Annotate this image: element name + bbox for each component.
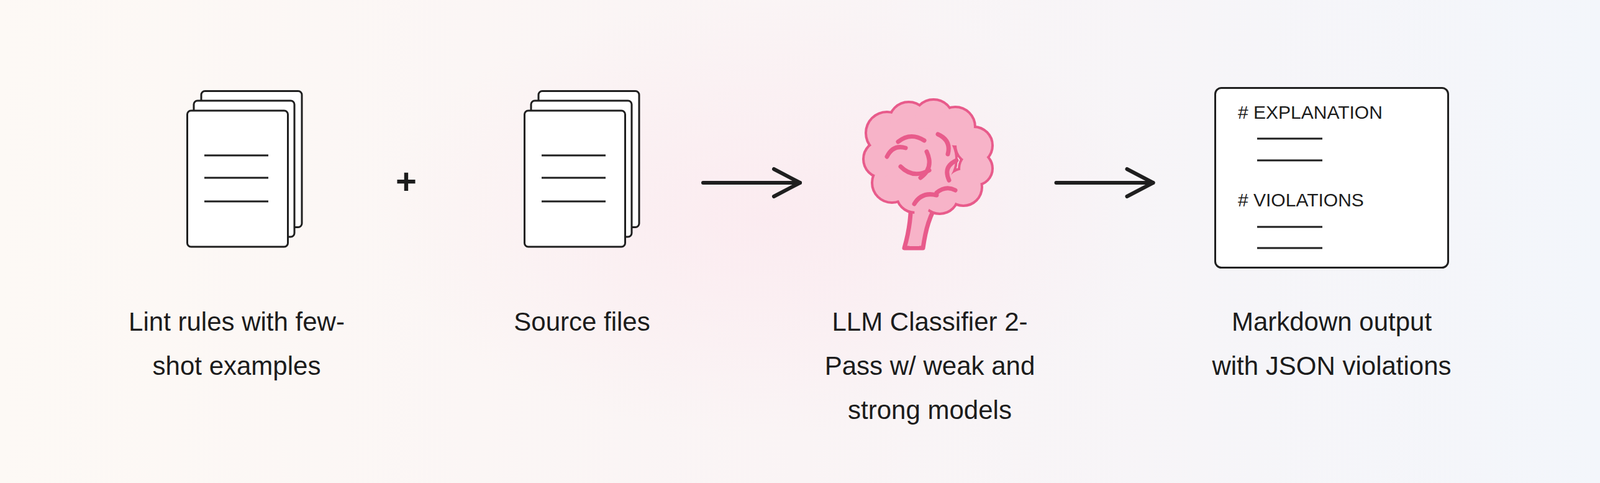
- brain-graphic: [862, 96, 996, 248]
- connector-group: [1056, 168, 1154, 197]
- text-line: [1257, 226, 1323, 228]
- text-line: [541, 177, 606, 179]
- text-line: [204, 200, 269, 203]
- node-caption: LLM Classifier 2-Pass w/ weak and strong…: [818, 299, 1042, 432]
- text-line: [204, 177, 269, 179]
- icon-node: Source files: [523, 90, 641, 248]
- section-heading: # VIOLATIONS: [1237, 188, 1364, 212]
- flow-arrow: [703, 180, 800, 185]
- markdown-panel: [1215, 88, 1449, 268]
- node-caption: Lint rules with few-shot examples: [114, 299, 360, 388]
- section-heading: # EXPLANATION: [1237, 101, 1383, 124]
- icon-node: LLM Classifier 2-Pass w/ weak and strong…: [862, 96, 996, 248]
- document-sheet: [187, 110, 289, 247]
- text-line: [204, 154, 269, 157]
- document-sheet: [524, 110, 626, 247]
- text-line: [541, 154, 606, 157]
- icon-node: Lint rules with few-shot examples: [186, 90, 304, 248]
- node-caption: Source files: [459, 299, 705, 344]
- connector-group: [703, 168, 800, 197]
- node-caption: Markdown output with JSON violations: [1209, 299, 1455, 388]
- docs-graphic: [523, 90, 641, 248]
- text-line: [1257, 247, 1323, 250]
- arrow-head: [773, 168, 800, 197]
- arrow-head: [1127, 168, 1154, 197]
- text-line: [541, 200, 606, 203]
- text-line: [1257, 159, 1323, 162]
- output-box: # EXPLANATION# VIOLATIONSMarkdown output…: [1214, 86, 1450, 269]
- text-line: [1257, 137, 1323, 140]
- brain-icon: [864, 100, 992, 248]
- plus-sign: +: [395, 162, 417, 200]
- flow-arrow: [1056, 180, 1154, 185]
- docs-graphic: [186, 90, 304, 248]
